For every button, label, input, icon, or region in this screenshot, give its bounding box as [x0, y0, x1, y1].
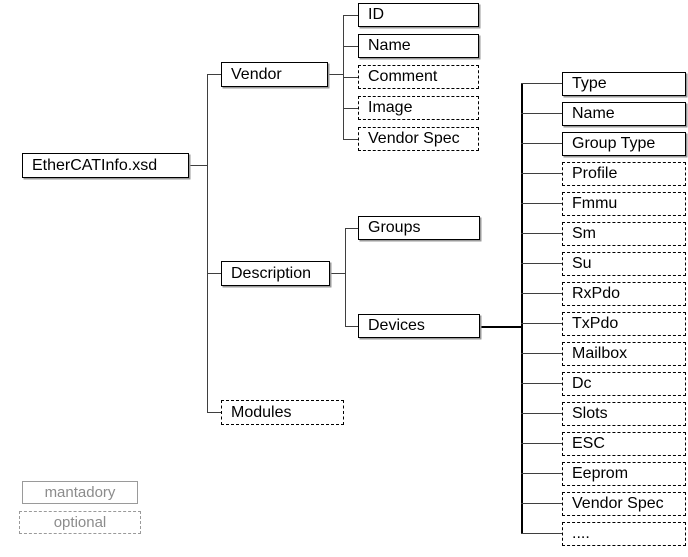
connector-device-child-15	[521, 533, 562, 534]
node-device-dc[interactable]: Dc	[562, 372, 686, 396]
connector-vendor-child-3	[343, 108, 359, 109]
connector-modules-stub	[207, 412, 222, 413]
connector-device-child-5	[521, 233, 562, 234]
node-device-name[interactable]: Name	[562, 102, 686, 126]
connector-vendor-child-4	[343, 139, 359, 140]
node-device-txpdo[interactable]: TxPdo	[562, 312, 686, 336]
node-description[interactable]: Description	[221, 261, 330, 286]
node-vendor-id[interactable]: ID	[358, 3, 479, 27]
connector-device-child-4	[521, 203, 562, 204]
node-device-mailbox[interactable]: Mailbox	[562, 342, 686, 366]
connector-device-child-14	[521, 503, 562, 504]
connector-description-stub	[207, 273, 222, 274]
node-vendor-vendor-spec[interactable]: Vendor Spec	[358, 127, 479, 151]
node-device-eeprom[interactable]: Eeprom	[562, 462, 686, 486]
connector-vendor-out	[328, 74, 344, 75]
node-root[interactable]: EtherCATInfo.xsd	[22, 153, 189, 178]
node-vendor-name[interactable]: Name	[358, 34, 479, 58]
connector-device-children-trunk	[521, 83, 523, 534]
connector-device-child-1	[521, 113, 562, 114]
legend-mandatory: mantadory	[22, 481, 138, 504]
connector-level1-trunk	[207, 74, 208, 412]
connector-device-child-11	[521, 413, 562, 414]
connector-description-children-trunk	[345, 228, 346, 326]
connector-device-child-9	[521, 353, 562, 354]
node-device-slots[interactable]: Slots	[562, 402, 686, 426]
connector-device-child-7	[521, 293, 562, 294]
connector-vendor-child-1	[343, 46, 359, 47]
node-device-type[interactable]: Type	[562, 72, 686, 96]
connector-description-child-1	[345, 326, 359, 327]
connector-description-out	[330, 273, 346, 274]
node-vendor-image[interactable]: Image	[358, 96, 479, 120]
node-device-su[interactable]: Su	[562, 252, 686, 276]
node-vendor[interactable]: Vendor	[221, 62, 328, 87]
node-devices[interactable]: Devices	[358, 314, 480, 338]
connector-device-child-6	[521, 263, 562, 264]
node-device-fmmu[interactable]: Fmmu	[562, 192, 686, 216]
node-device-esc[interactable]: ESC	[562, 432, 686, 456]
node-device-more[interactable]: ....	[562, 522, 686, 546]
connector-vendor-child-2	[343, 77, 359, 78]
node-device-profile[interactable]: Profile	[562, 162, 686, 186]
connector-description-child-0	[345, 228, 359, 229]
connector-vendor-child-0	[343, 15, 359, 16]
connector-device-child-13	[521, 473, 562, 474]
connector-device-child-3	[521, 173, 562, 174]
node-device-group-type[interactable]: Group Type	[562, 132, 686, 156]
connector-device-child-10	[521, 383, 562, 384]
connector-vendor-stub	[207, 74, 222, 75]
node-device-rxpdo[interactable]: RxPdo	[562, 282, 686, 306]
node-groups[interactable]: Groups	[358, 216, 480, 240]
legend-optional: optional	[19, 511, 141, 534]
node-vendor-comment[interactable]: Comment	[358, 65, 479, 89]
connector-device-child-12	[521, 443, 562, 444]
connector-device-child-0	[521, 83, 562, 84]
node-device-sm[interactable]: Sm	[562, 222, 686, 246]
connector-root-stub	[189, 165, 207, 166]
connector-device-child-2	[521, 143, 562, 144]
node-device-vendor-spec[interactable]: Vendor Spec	[562, 492, 686, 516]
connector-devices-out	[480, 326, 522, 328]
connector-device-child-8	[521, 323, 562, 324]
node-modules[interactable]: Modules	[221, 400, 344, 425]
